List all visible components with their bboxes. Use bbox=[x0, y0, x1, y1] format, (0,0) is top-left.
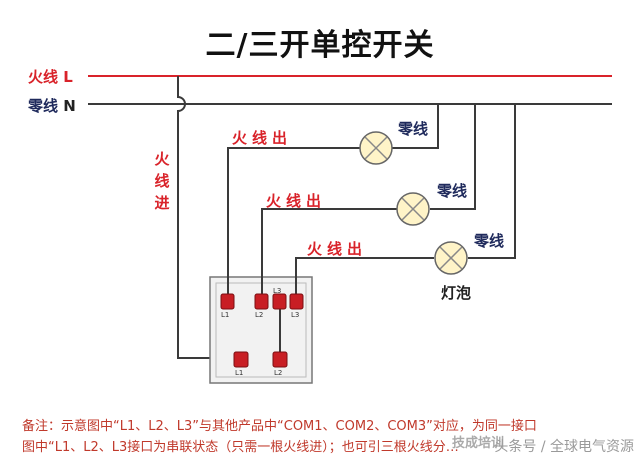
terminal-label-top-l3b: L3 bbox=[291, 311, 300, 319]
neutral-return-3 bbox=[468, 104, 516, 259]
terminal-top-l1 bbox=[220, 293, 235, 310]
live-out-wire-3 bbox=[295, 257, 434, 297]
terminal-label-bottom-l2: L2 bbox=[274, 369, 283, 377]
terminal-bottom-l1 bbox=[233, 351, 249, 368]
bulb-label: 灯泡 bbox=[441, 284, 472, 302]
neutral-branch-label-1: 零线 bbox=[398, 120, 429, 138]
live-out-label-3: 火线出 bbox=[307, 240, 368, 258]
terminal-top-l2 bbox=[254, 293, 269, 310]
terminal-label-top-l1: L1 bbox=[221, 311, 230, 319]
neutral-return-2 bbox=[430, 104, 476, 210]
terminal-top-l3b bbox=[289, 293, 304, 310]
terminal-label-top-l3a: L3 bbox=[273, 287, 282, 295]
terminal-top-l3a bbox=[272, 293, 287, 310]
bulb-3 bbox=[434, 241, 468, 275]
live-in-label: 火线进 bbox=[154, 150, 170, 212]
watermark-brand: 技成培训 bbox=[452, 436, 505, 451]
note-line-2: 图中“L1、L2、L3接口为串联状态（只需一根火线进）；也可引三根火线分… bbox=[22, 440, 459, 455]
live-line-label: 火线 L bbox=[28, 68, 73, 86]
terminal-label-bottom-l1: L1 bbox=[235, 369, 244, 377]
neutral-return-1 bbox=[392, 104, 439, 149]
neutral-branch-label-2: 零线 bbox=[437, 182, 468, 200]
terminal-bottom-l2 bbox=[272, 351, 288, 368]
bulb-2 bbox=[396, 192, 430, 226]
watermark: 头条号 / 全球电气资源 bbox=[494, 439, 634, 455]
live-out-wire-1 bbox=[227, 147, 360, 297]
live-out-wire-2 bbox=[261, 208, 397, 297]
note-box: 备注：示意图中“L1、L2、L3”与其他产品中“COM1、COM2、COM3”对… bbox=[0, 400, 640, 471]
live-out-label-2: 火线出 bbox=[266, 192, 327, 210]
live-out-label-1: 火线出 bbox=[232, 129, 293, 147]
live-in-wire bbox=[177, 76, 240, 359]
note-line-1: 备注：示意图中“L1、L2、L3”与其他产品中“COM1、COM2、COM3”对… bbox=[22, 419, 537, 434]
neutral-line-label: 零线 N bbox=[28, 97, 76, 115]
bulb-1 bbox=[359, 131, 393, 165]
neutral-branch-label-3: 零线 bbox=[474, 232, 505, 250]
diagram-title: 二/三开单控开关 bbox=[205, 28, 435, 63]
terminal-label-top-l2: L2 bbox=[255, 311, 264, 319]
